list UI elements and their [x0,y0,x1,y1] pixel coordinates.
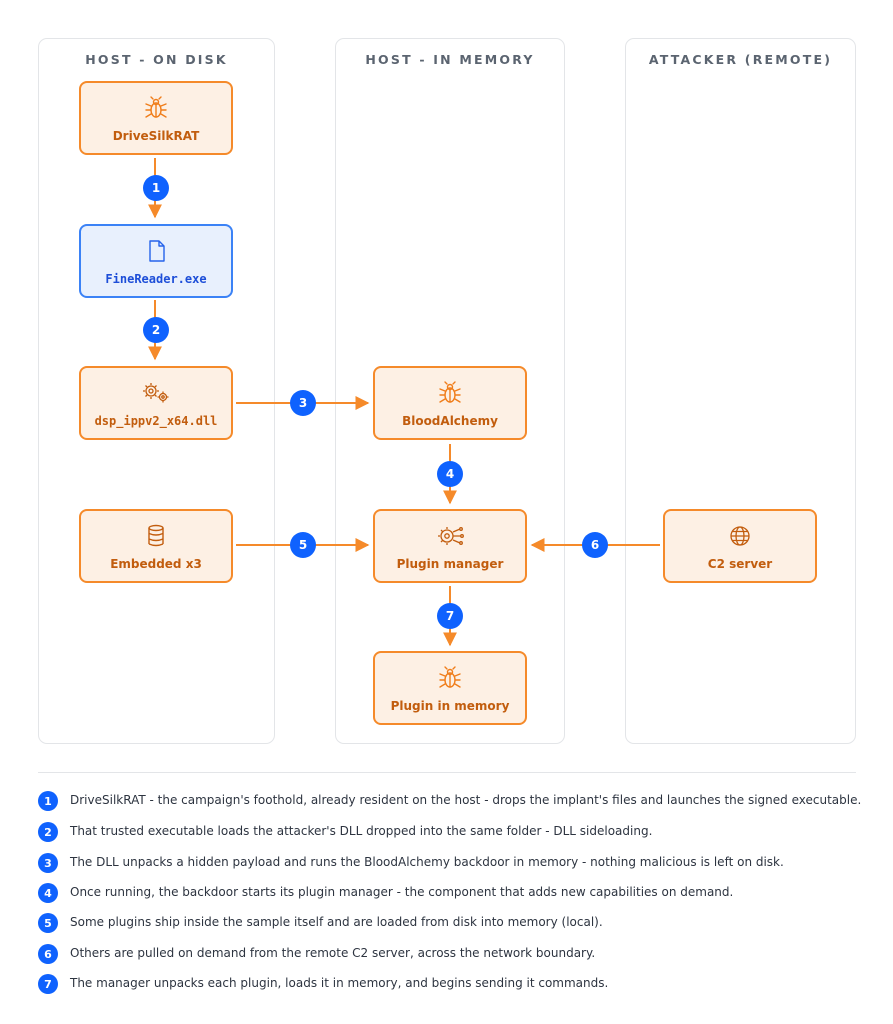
bug-icon [375,665,525,691]
legend-text: The manager unpacks each plugin, loads i… [70,976,609,990]
node-label: FineReader.exe [105,272,207,286]
gear-network-icon [375,523,525,549]
step-badge-6: 6 [582,532,608,558]
legend-text: Once running, the backdoor starts its pl… [70,885,734,899]
node-label: C2 server [707,557,773,571]
step-badge-3: 3 [290,390,316,416]
legend-text: Some plugins ship inside the sample itse… [70,915,603,929]
legend-item: 7 The manager unpacks each plugin, loads… [38,974,858,996]
node-finereader: FineReader.exe [79,224,233,298]
legend-item: 4 Once running, the backdoor starts its … [38,883,858,905]
node-label: Plugin in memory [390,699,510,713]
legend-text: Others are pulled on demand from the rem… [70,946,596,960]
node-label: dsp_ippv2_x64.dll [94,414,218,428]
step-badge-5: 5 [290,532,316,558]
legend-text: That trusted executable loads the attack… [70,824,653,838]
database-icon [81,523,231,549]
node-label: Embedded x3 [110,557,202,571]
step-badge-2: 2 [143,317,169,343]
node-plugin-in-memory: Plugin in memory [373,651,527,725]
node-label: Plugin manager [396,557,504,571]
legend-number: 1 [38,791,58,811]
lane-title: ATTACKER (REMOTE) [648,52,833,67]
divider [38,772,856,773]
legend-number: 6 [38,944,58,964]
legend-item: 2 That trusted executable loads the atta… [38,822,858,844]
legend-item: 5 Some plugins ship inside the sample it… [38,913,858,935]
legend-number: 4 [38,883,58,903]
step-badge-7: 7 [437,603,463,629]
legend-number: 7 [38,974,58,994]
step-badge-4: 4 [437,461,463,487]
globe-icon [665,523,815,549]
node-dll: dsp_ippv2_x64.dll [79,366,233,440]
legend-number: 3 [38,853,58,873]
file-icon [81,238,231,264]
legend-number: 5 [38,913,58,933]
legend-number: 2 [38,822,58,842]
step-badge-1: 1 [143,175,169,201]
legend-item: 6 Others are pulled on demand from the r… [38,944,858,966]
lane-title: HOST - IN MEMORY [365,52,535,67]
legend-text: DriveSilkRAT - the campaign's foothold, … [70,793,862,807]
node-c2-server: C2 server [663,509,817,583]
node-bloodalchemy: BloodAlchemy [373,366,527,440]
legend-item: 1 DriveSilkRAT - the campaign's foothold… [38,791,862,813]
node-drivesilkrat: DriveSilkRAT [79,81,233,155]
gears-icon [81,380,231,406]
node-label: BloodAlchemy [402,414,498,428]
bug-icon [375,380,525,406]
bug-icon [81,95,231,121]
node-plugin-manager: Plugin manager [373,509,527,583]
node-embedded: Embedded x3 [79,509,233,583]
node-label: DriveSilkRAT [112,129,200,143]
lane-attacker-remote: ATTACKER (REMOTE) [625,38,856,744]
legend-item: 3 The DLL unpacks a hidden payload and r… [38,853,858,875]
lane-title: HOST - ON DISK [85,52,228,67]
legend-text: The DLL unpacks a hidden payload and run… [70,855,784,869]
